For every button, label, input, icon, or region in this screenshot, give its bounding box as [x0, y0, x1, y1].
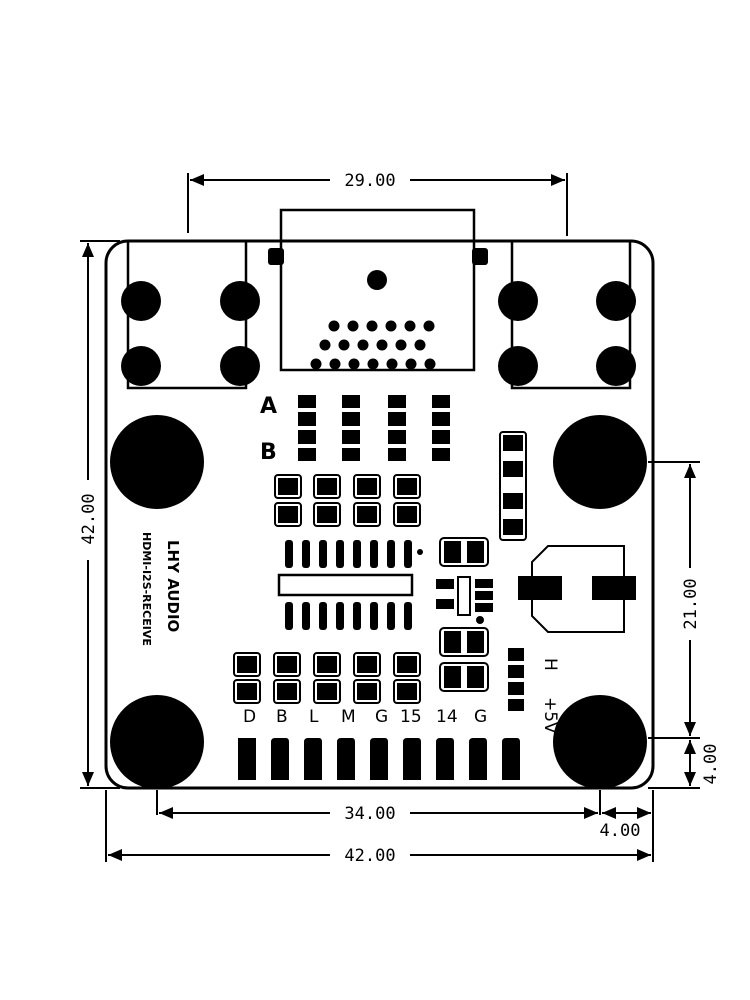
- pin-label: L: [309, 707, 319, 727]
- row-label-a: A: [260, 394, 277, 419]
- hdmi-connector: [268, 208, 488, 372]
- capacitor-row-upper: [274, 474, 421, 527]
- right-jack-footprint: [498, 241, 636, 390]
- pin-label: G: [474, 707, 487, 727]
- dim-bottom-corner: 4.00: [600, 821, 641, 841]
- dimension-lines: [80, 173, 700, 862]
- pin-label: D: [243, 707, 256, 727]
- mounting-hole-top-left: [110, 415, 204, 509]
- power-label: +5V: [540, 697, 560, 734]
- pin-header: [238, 738, 520, 780]
- hdmi-pins-row3: [310, 358, 436, 370]
- dimension-arrowheads: [82, 174, 696, 861]
- pin-label: 15: [400, 707, 422, 727]
- pin-label: G: [375, 707, 388, 727]
- mounting-hole-top-right: [553, 415, 647, 509]
- dim-right-lower: 4.00: [701, 744, 721, 785]
- capacitor-stack-right: [499, 431, 527, 541]
- dim-top-width: 29.00: [344, 171, 395, 191]
- dim-bottom-inner: 34.00: [344, 804, 395, 824]
- capacitor-row-lower: [233, 652, 421, 704]
- resistor-array-ab: [298, 395, 450, 461]
- pin-label: B: [276, 707, 288, 727]
- mounting-hole-bottom-right: [553, 695, 647, 789]
- dim-bottom-total: 42.00: [344, 846, 395, 866]
- hdmi-pins-row1: [328, 320, 435, 332]
- board-outline: [104, 239, 655, 790]
- regulator-area: [436, 537, 493, 692]
- mounting-hole-bottom-left: [110, 695, 204, 789]
- crystal-footprint: [518, 545, 636, 633]
- left-jack-footprint: [121, 241, 260, 390]
- resistor-array-h: [508, 648, 524, 711]
- brand-label: LHY AUDIO: [164, 540, 182, 632]
- pin-label: 14: [436, 707, 458, 727]
- h-label: H: [540, 658, 560, 671]
- model-label: HDMI-I2S-RECEIVE: [140, 532, 153, 646]
- hdmi-pins-row2: [319, 339, 426, 351]
- main-ic: [277, 540, 423, 630]
- row-label-b: B: [260, 440, 277, 465]
- pin-label: M: [341, 707, 356, 727]
- pin-labels: D B L M G 15 14 G: [243, 707, 487, 727]
- dim-right-upper: 21.00: [681, 578, 701, 629]
- dim-left-height: 42.00: [79, 493, 99, 544]
